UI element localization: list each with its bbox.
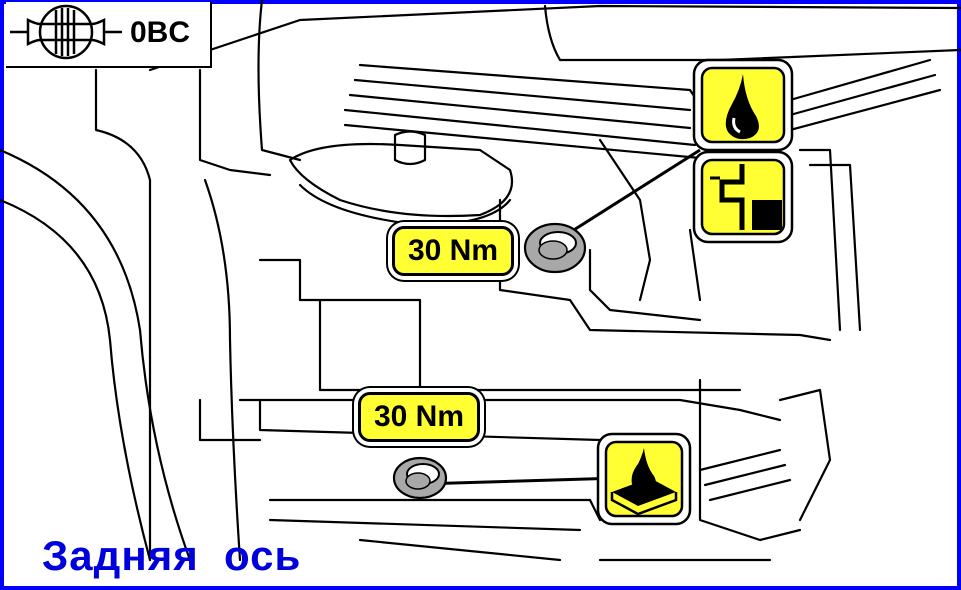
model-code: 0BC: [130, 16, 191, 49]
oil-drop-icon: [692, 58, 794, 152]
pulley-housing: [288, 142, 514, 218]
lower-leader-line: [419, 476, 621, 486]
drain-plug: [392, 456, 448, 500]
model-code-box: 0BC: [6, 2, 212, 68]
axle-tube-left: [94, 68, 152, 562]
housing-left-edge: [257, 0, 302, 162]
drain-oil-icon: [596, 432, 692, 526]
caption-rear-axle: Задняя ось: [42, 532, 302, 579]
upper-leader-line: [557, 148, 701, 242]
axle-shaft-icon: [10, 4, 122, 60]
fill-plug: [523, 222, 587, 274]
housing-top-edge: [148, 4, 961, 72]
housing-upper-line: [543, 4, 961, 62]
fill-level-icon: [692, 150, 794, 244]
upper-torque-badge: 30 Nm: [392, 226, 514, 276]
lower-torque-badge: 30 Nm: [358, 392, 480, 442]
